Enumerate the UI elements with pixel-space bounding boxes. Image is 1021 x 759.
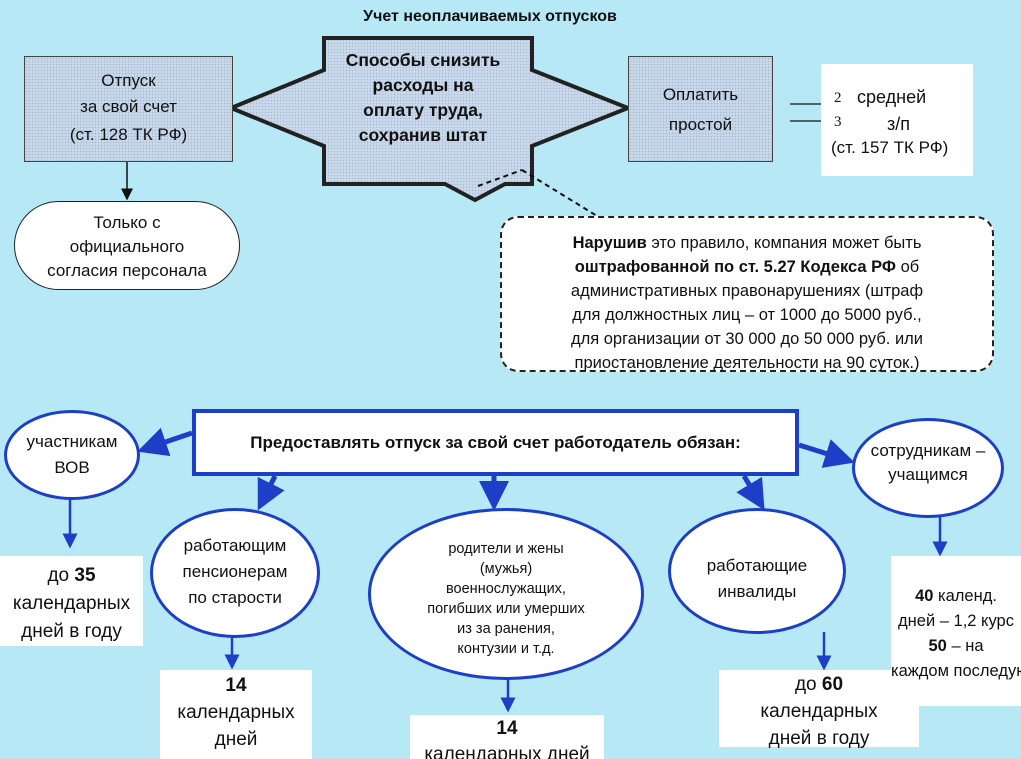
ellipse-line: по старости [188,588,282,607]
fraction-denominator: 3 [834,114,842,130]
value-families: 14 календарных дней [410,715,604,759]
box-line: за свой счет [80,97,177,116]
value-number: 50 [928,637,947,655]
value-prefix: до [794,674,822,695]
value-line: календарных [177,702,295,723]
value-line: дней – 1,2 курс [898,612,1014,630]
penalty-line-6: приостановление деятельности на 90 суток… [574,354,920,372]
page-title: Учет неоплачиваемых отпусков [363,8,617,25]
ellipse-disabled: работающие инвалиды [668,508,846,634]
value-disabled: до 60 календарных дней в году [719,670,919,749]
employer-obligation-box: Предоставлять отпуск за свой счет работо… [192,409,799,476]
value-students: 40 календ. дней – 1,2 курс 50 – на каждо… [891,556,1021,706]
fraction-text-3: (ст. 157 ТК РФ) [831,138,949,157]
value-line: до 35 [0,562,143,590]
ellipse-line: работающим [183,536,287,555]
ellipse-students: сотрудникам – учащимся [852,418,1004,518]
arrow-to-vov [137,427,193,457]
fraction-text-2: з/п [887,114,911,134]
box-line: Оплатить [662,85,739,104]
ellipse-line: военнослужащих, [446,581,566,597]
ellipse-line: работающие [706,556,808,575]
penalty-line-1: Нарушив это правило, компания может быть [512,231,982,255]
ellipse-line: ВОВ [54,458,90,477]
ellipse-line: пенсионерам [182,562,288,581]
fraction-box: 2 3 средней з/п (ст. 157 ТК РФ) [821,64,973,176]
penalty-bold: оштрафованной по ст. 5.27 Кодекса РФ [574,258,897,276]
ellipse-line: инвалиды [717,582,797,601]
penalty-line-2: оштрафованной по ст. 5.27 Кодекса РФ об [512,255,982,279]
arrow-to-pensioners [257,474,285,511]
value-line: дней в году [21,621,122,642]
value-line: до 60 [719,671,919,698]
box-line: (ст. 128 ТК РФ) [69,125,188,144]
consent-pill: Только с официального согласия персонала [14,201,240,290]
value-line: каждом последующем [891,662,1021,680]
pill-line: Только с [93,213,161,232]
value-line: дней [214,729,258,750]
value-line: 50 – на [891,634,1021,659]
penalty-text: это правило, компания может быть [646,234,922,252]
ellipse-line: из за ранения, [457,621,555,637]
ellipse-line: (мужья) [479,561,533,577]
value-line: 40 календ. [891,584,1021,609]
value-line: календарных дней [424,744,590,759]
penalty-line-4: для должностных лиц – от 1000 до 5000 ру… [572,306,922,324]
ellipse-line: контузии и т.д. [457,641,555,657]
arrow-text-line: Способы снизить [345,50,501,70]
penalty-line-5: для организации от 30 000 до 50 000 руб.… [570,330,924,348]
arrow-to-students [798,439,855,468]
ellipse-line: участникам [26,432,118,451]
value-line: календарных [12,593,131,614]
arrow-to-disabled [736,474,765,511]
value-line: 14 [160,672,312,699]
ellipse-line: учащимся [888,465,968,484]
ellipse-vov: участникам ВОВ [4,410,140,500]
unpaid-leave-box: Отпуск за свой счет (ст. 128 ТК РФ) [24,56,233,162]
value-number: 35 [74,565,96,586]
box-line: простой [668,115,733,134]
value-text: календ. [933,587,997,605]
downtime-box: Оплатить простой [628,56,773,162]
box-line: Отпуск [101,71,156,90]
value-vov: до 35 календарных дней в году [0,556,143,646]
fraction-numerator: 2 [834,90,842,106]
value-prefix: до [47,565,75,586]
value-pensioners: 14 календарных дней [160,670,312,759]
ellipse-families: родители и жены (мужья) военнослужащих, … [368,508,644,680]
ellipse-line: сотрудникам – [870,441,986,460]
value-number: 40 [915,587,934,605]
pill-line: согласия персонала [47,261,207,280]
arrow-text-line: сохранив штат [358,125,488,145]
pill-line: официального [69,237,185,256]
penalty-callout: Нарушив это правило, компания может быть… [500,216,994,372]
penalty-text: об [896,258,920,276]
arrow-text-line: расходы на [372,75,474,95]
value-line: 14 [410,716,604,742]
value-line: календарных [760,701,878,722]
value-number: 60 [821,674,844,695]
value-number: 14 [496,718,518,739]
ellipse-pensioners: работающим пенсионерам по старости [150,508,320,638]
arrow-text: Способы снизить расходы на оплату труда,… [318,48,528,148]
penalty-bold: Нарушив [572,234,647,252]
value-number: 14 [225,675,247,696]
value-line: дней в году [768,728,870,749]
ellipse-line: родители и жены [448,541,564,557]
callout-line [521,169,603,220]
penalty-line-3: административных правонарушениях (штраф [570,282,924,300]
double-arrow-shape [225,36,634,203]
value-text: – на [946,637,984,655]
callout-line-2 [477,169,523,187]
arrow-text-line: оплату труда, [363,100,483,120]
fraction-text-1: средней [857,87,927,107]
ellipse-line: погибших или умерших [427,601,585,617]
